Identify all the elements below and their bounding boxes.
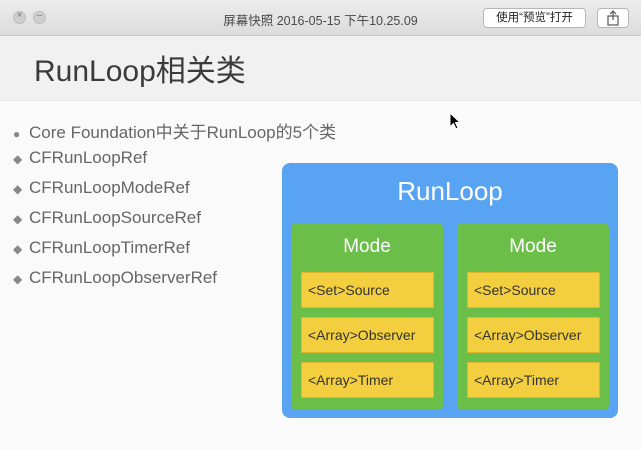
bullet-item: ◆CFRunLoopRef xyxy=(13,148,148,167)
open-with-preview-button[interactable]: 使用“预览”打开 xyxy=(483,8,586,28)
slide-title-band xyxy=(0,36,641,101)
runloop-title: RunLoop xyxy=(397,176,503,206)
window-title: 屏幕快照 2016-05-15 下午10.25.09 xyxy=(223,14,418,28)
bullet-item: ◆CFRunLoopObserverRef xyxy=(13,268,218,287)
mode-item-observer: <Array>Observer xyxy=(467,317,600,353)
share-button[interactable] xyxy=(597,8,629,28)
bullet-dot-icon: ● xyxy=(13,127,21,141)
bullet-diamond-icon: ◆ xyxy=(13,212,23,226)
share-icon xyxy=(607,10,619,26)
bullet-diamond-icon: ◆ xyxy=(13,182,23,196)
mode-item-source: <Set>Source xyxy=(301,272,434,308)
bullet-item: ◆CFRunLoopModeRef xyxy=(13,178,190,197)
mode-item-source: <Set>Source xyxy=(467,272,600,308)
bullet-diamond-icon: ◆ xyxy=(13,242,23,256)
minimize-window-button[interactable]: – xyxy=(33,10,46,24)
minimize-icon: – xyxy=(36,10,43,21)
mode-item-timer: <Array>Timer xyxy=(301,362,434,398)
bullet-item: ●Core Foundation中关于RunLoop的5个类 xyxy=(13,123,337,142)
bullet-list: ●Core Foundation中关于RunLoop的5个类 ◆CFRunLoo… xyxy=(13,118,336,298)
mode-item-observer: <Array>Observer xyxy=(301,317,434,353)
bullet-diamond-icon: ◆ xyxy=(13,152,23,166)
bullet-item: ◆CFRunLoopSourceRef xyxy=(13,208,201,227)
mode-item-timer: <Array>Timer xyxy=(467,362,600,398)
mode-label: Mode xyxy=(343,236,391,257)
bullet-diamond-icon: ◆ xyxy=(13,272,23,286)
close-icon: × xyxy=(16,10,23,21)
close-window-button[interactable]: × xyxy=(13,10,26,24)
slide-title: RunLoop相关类 xyxy=(34,55,246,88)
mouse-pointer-icon xyxy=(449,112,462,130)
bullet-item: ◆CFRunLoopTimerRef xyxy=(13,238,190,257)
mode-label: Mode xyxy=(509,236,557,257)
